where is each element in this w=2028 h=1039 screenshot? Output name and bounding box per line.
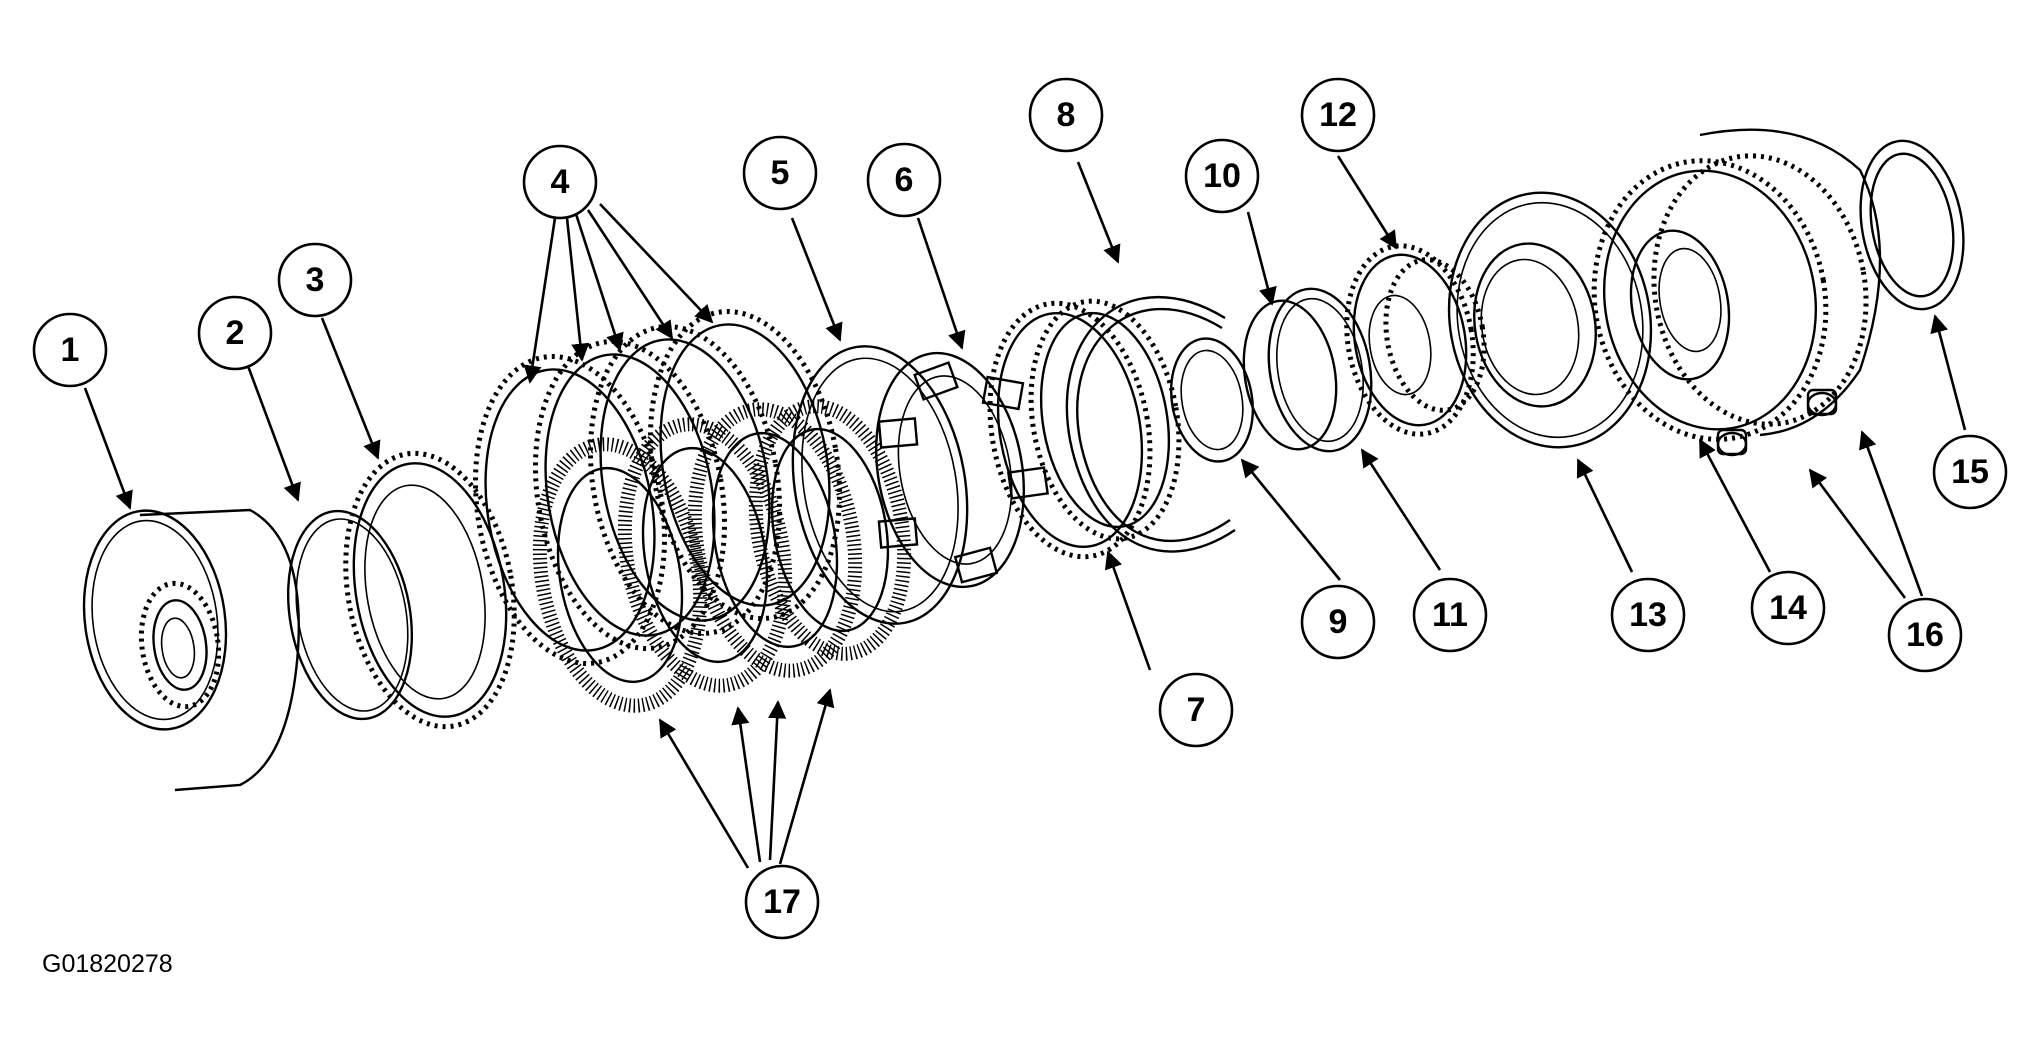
leader-6: [916, 217, 966, 350]
part-5-retainer-ring: [791, 345, 969, 625]
leader-7: [1104, 550, 1152, 671]
leader-4c: [574, 213, 624, 352]
part-8-large-snap-ring: [1065, 296, 1236, 553]
part-10-snap-ring: [1242, 299, 1338, 451]
callout-6: 6: [866, 142, 942, 218]
leader-4e: [599, 203, 714, 324]
svg-text:1: 1: [61, 331, 80, 369]
svg-text:10: 10: [1203, 157, 1241, 195]
leader-15: [1930, 314, 1967, 431]
leader-17d: [778, 688, 835, 865]
callout-2: 2: [197, 295, 273, 371]
leader-1: [83, 387, 133, 510]
callout-13: 13: [1610, 577, 1686, 653]
callout-8: 8: [1028, 77, 1104, 153]
leader-4d: [586, 209, 674, 340]
part-2-snap-ring: [286, 509, 414, 721]
svg-text:5: 5: [771, 154, 790, 192]
callout-1: 1: [32, 312, 108, 388]
callout-11: 11: [1412, 577, 1488, 653]
part-17-friction-plates: [532, 399, 912, 713]
leader-16b: [1859, 430, 1924, 597]
callout-12: 12: [1300, 77, 1376, 153]
svg-text:11: 11: [1432, 596, 1468, 634]
svg-text:2: 2: [226, 314, 245, 352]
leader-17b: [731, 706, 762, 863]
leader-8: [1076, 161, 1121, 264]
svg-text:6: 6: [895, 161, 914, 199]
callout-3: 3: [277, 242, 353, 318]
leader-4a: [523, 217, 557, 384]
leader-12: [1336, 155, 1398, 250]
leader-14: [1698, 438, 1772, 573]
svg-text:15: 15: [1951, 453, 1989, 491]
callout-16: 16: [1887, 597, 1963, 673]
svg-text:17: 17: [763, 883, 801, 921]
leader-2: [246, 365, 301, 502]
leader-17c: [768, 700, 787, 861]
part-14-clutch-housing: [1591, 128, 1882, 442]
svg-text:9: 9: [1329, 603, 1348, 641]
callout-10: 10: [1184, 138, 1260, 214]
callout-5: 5: [742, 135, 818, 211]
svg-text:16: 16: [1906, 616, 1944, 654]
leader-lines: [83, 155, 1967, 869]
svg-text:13: 13: [1629, 596, 1667, 634]
leader-4b: [565, 217, 590, 362]
part-16-plugs: [1716, 388, 1838, 457]
part-4-steel-plates: [472, 309, 843, 666]
svg-text:3: 3: [306, 261, 325, 299]
part-12-roller-clutch: [1344, 243, 1487, 437]
leader-13: [1576, 458, 1634, 573]
leader-5: [790, 217, 843, 342]
part-3-pressure-plate: [343, 450, 517, 730]
leader-11: [1360, 448, 1442, 571]
part-6-one-way-clutch-retainer: [874, 351, 1049, 589]
svg-text:14: 14: [1769, 589, 1807, 627]
diagram-id-label: G01820278: [42, 950, 173, 978]
svg-text:8: 8: [1057, 96, 1076, 134]
svg-text:7: 7: [1187, 691, 1206, 729]
svg-text:12: 12: [1319, 96, 1357, 134]
part-11-ring: [1267, 287, 1373, 453]
part-1-clutch-drum: [82, 508, 300, 792]
callout-15: 15: [1932, 434, 2008, 510]
leader-17a: [658, 718, 750, 869]
callout-4: 4: [522, 144, 598, 220]
part-13-piston: [1447, 191, 1653, 449]
leader-3: [320, 317, 381, 460]
callout-17: 17: [744, 864, 820, 940]
callout-7: 7: [1158, 672, 1234, 748]
leader-10: [1246, 211, 1277, 306]
callout-14: 14: [1750, 570, 1826, 646]
svg-text:4: 4: [551, 163, 570, 201]
leader-9: [1240, 458, 1342, 581]
callout-9: 9: [1300, 584, 1376, 660]
leader-16a: [1808, 468, 1907, 599]
part-9-thrust-washer: [1169, 337, 1255, 463]
part-15-thrust-washer: [1859, 139, 1965, 311]
